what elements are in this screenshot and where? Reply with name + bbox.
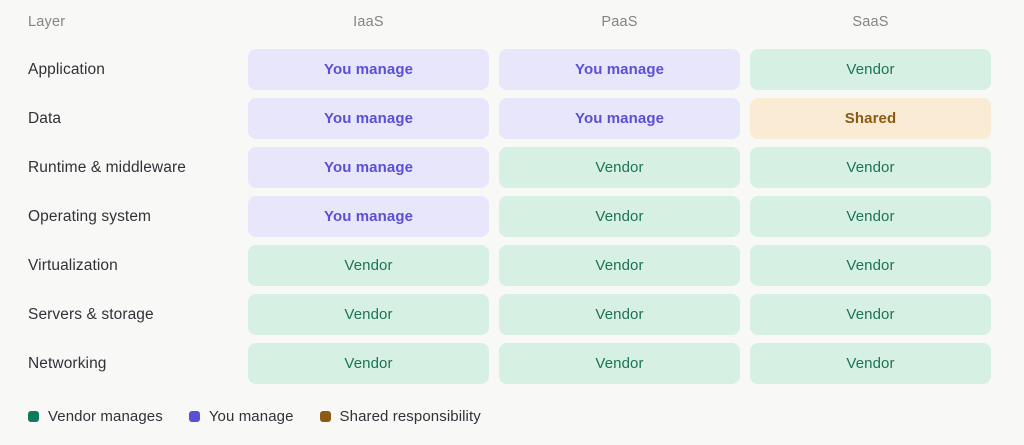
cell-paas-vendor: Vendor: [499, 147, 740, 188]
column-header-iaas: IaaS: [353, 14, 384, 30]
cell-paas-vendor: Vendor: [499, 343, 740, 384]
legend-label: Shared responsibility: [339, 408, 481, 425]
row-label: Data: [28, 109, 62, 127]
column-header-paas: PaaS: [601, 14, 638, 30]
row-label: Virtualization: [28, 256, 118, 274]
legend-label: You manage: [208, 408, 294, 425]
cell-saas-vendor: Vendor: [750, 147, 991, 188]
row-label: Application: [28, 60, 105, 78]
cell-saas-vendor: Vendor: [750, 343, 991, 384]
row-label: Operating system: [28, 207, 152, 225]
legend-swatch-icon: [319, 411, 331, 422]
legend-swatch-icon: [28, 411, 39, 422]
cell-iaas-you: You manage: [248, 147, 489, 188]
cell-saas-shared: Shared: [750, 98, 991, 139]
row-label: Runtime & middleware: [28, 158, 186, 176]
legend-item: Vendor manages: [28, 408, 163, 425]
legend-item: Shared responsibility: [319, 408, 481, 425]
column-headers: IaaS PaaS SaaS: [248, 12, 1024, 32]
cell-saas-vendor: Vendor: [750, 196, 991, 237]
cell-paas-you: You manage: [499, 98, 740, 139]
table-header-row: Layer IaaS PaaS SaaS: [0, 12, 1024, 32]
legend-label: Vendor manages: [48, 408, 163, 425]
cell-saas-vendor: Vendor: [750, 245, 991, 286]
cell-saas-vendor: Vendor: [750, 49, 991, 90]
legend: Vendor manages You manage Shared responsib…: [28, 408, 481, 425]
column-header-layer: Layer: [28, 14, 66, 30]
cell-iaas-you: You manage: [248, 196, 489, 237]
cell-iaas-vendor: Vendor: [248, 343, 489, 384]
cell-iaas-vendor: Vendor: [248, 245, 489, 286]
cell-saas-vendor: Vendor: [750, 294, 991, 335]
cell-paas-vendor: Vendor: [499, 294, 740, 335]
column-header-saas: SaaS: [852, 14, 889, 30]
cell-paas-vendor: Vendor: [499, 245, 740, 286]
cell-iaas-you: You manage: [248, 98, 489, 139]
row-label: Networking: [28, 354, 107, 372]
cell-iaas-vendor: Vendor: [248, 294, 489, 335]
cell-paas-you: You manage: [499, 49, 740, 90]
cell-iaas-you: You manage: [248, 49, 489, 90]
cell-paas-vendor: Vendor: [499, 196, 740, 237]
legend-swatch-icon: [188, 411, 200, 422]
row-label: Servers & storage: [28, 305, 154, 323]
legend-item: You manage: [188, 408, 294, 425]
